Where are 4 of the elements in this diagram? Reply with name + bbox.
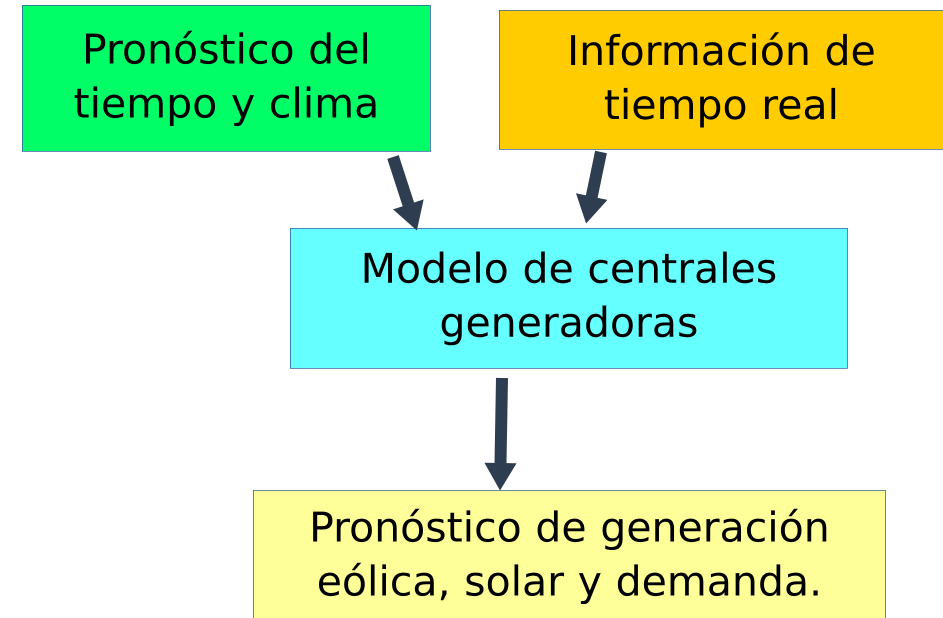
text-box: Modelo de centrales generadoras <box>290 228 848 369</box>
text-box: Información de tiempo real <box>499 10 943 150</box>
text-box: Pronóstico del tiempo y clima <box>22 5 431 152</box>
text-box: Pronóstico de generación eólica, solar y demanda. <box>253 490 886 618</box>
